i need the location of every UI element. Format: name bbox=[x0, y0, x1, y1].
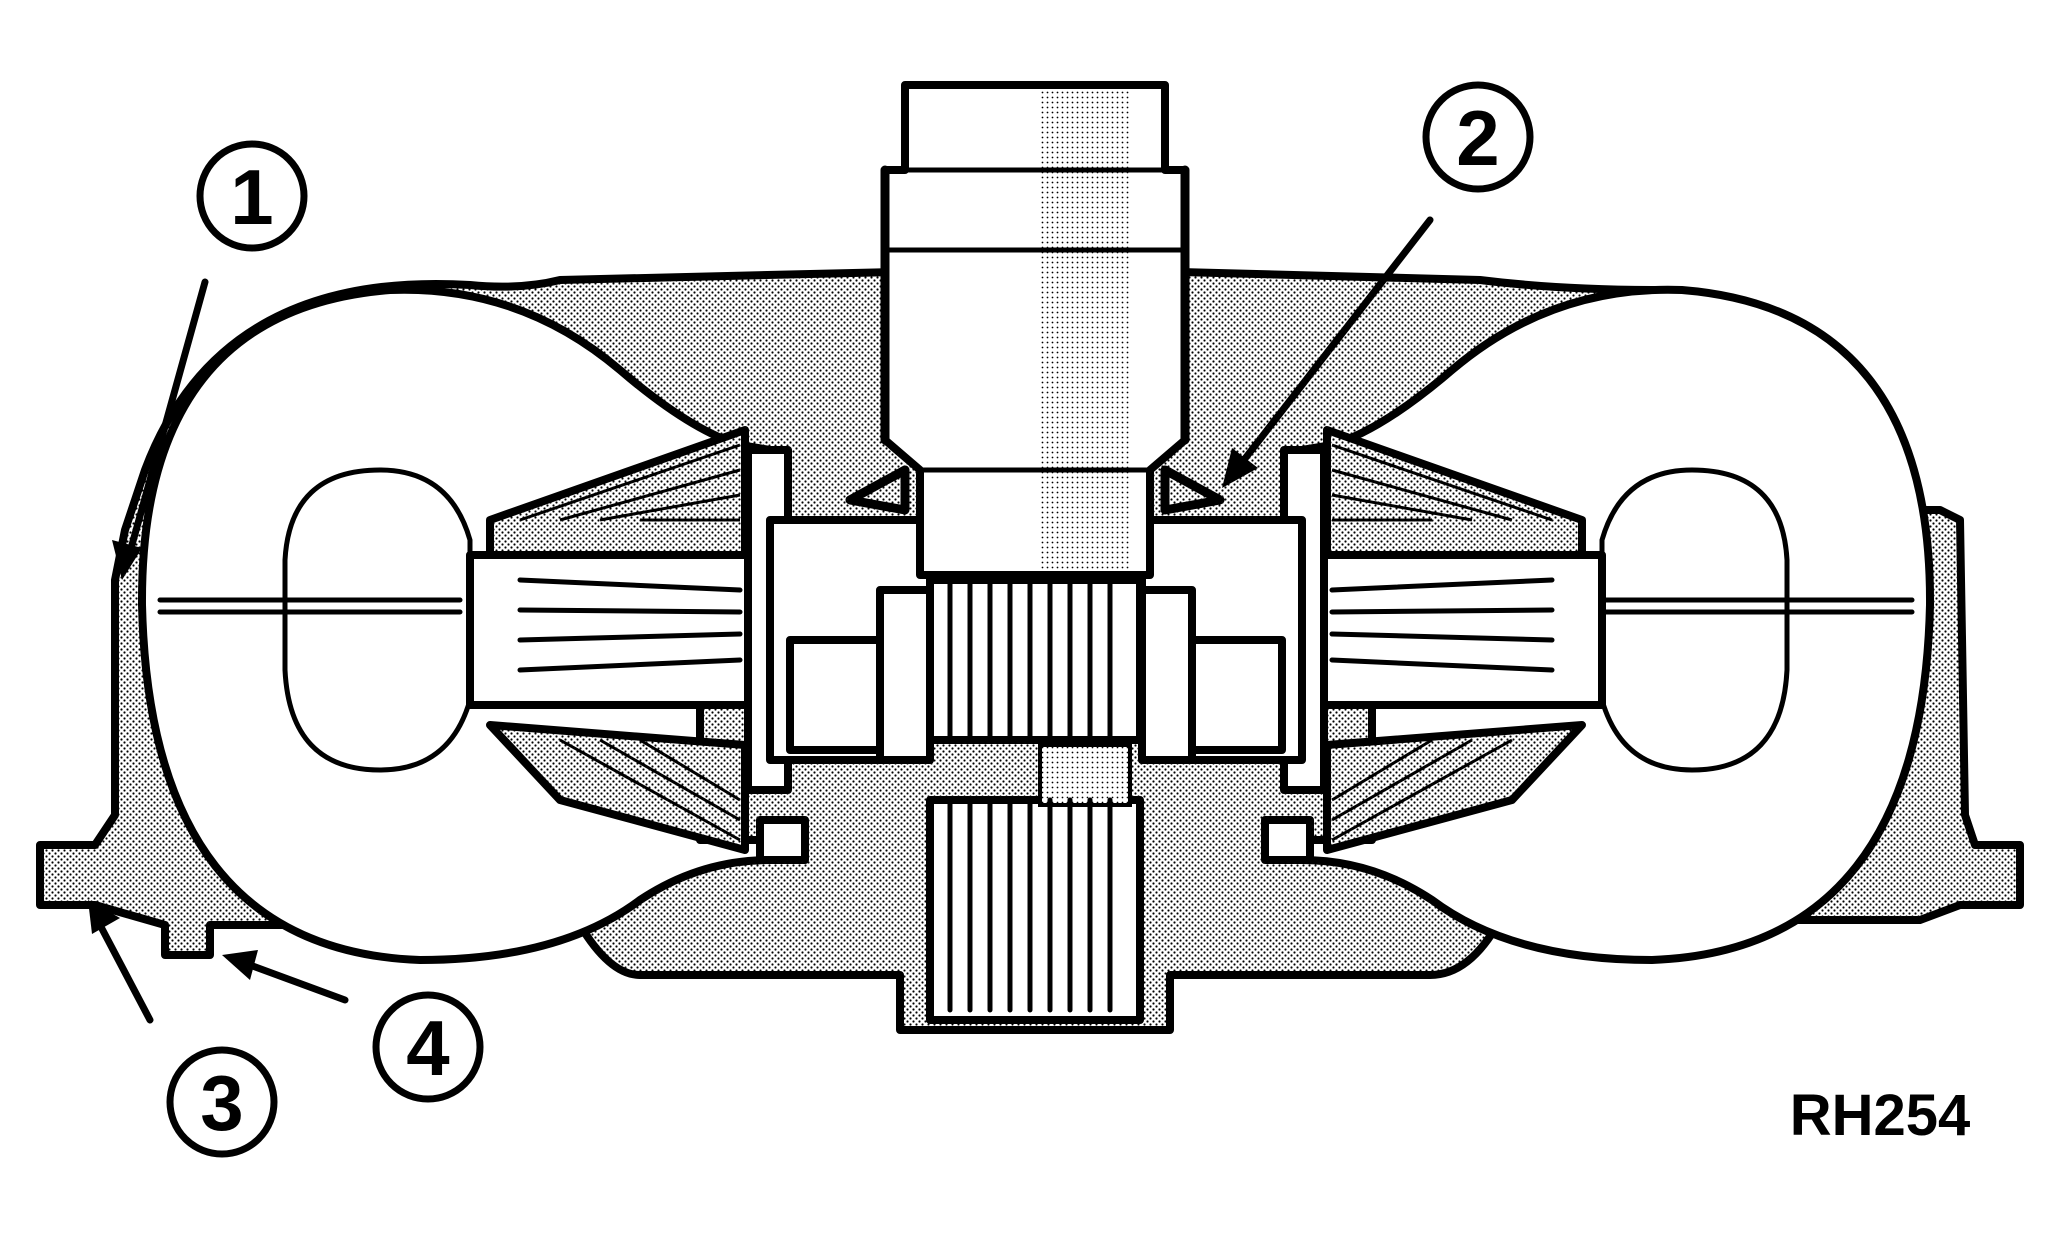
hub-seals bbox=[756, 465, 1314, 864]
callout-4-label: 4 bbox=[406, 1004, 449, 1092]
lower-spline-gear bbox=[926, 743, 1144, 1024]
upper-spline-gear bbox=[926, 576, 1144, 744]
callout-2-label: 2 bbox=[1456, 94, 1499, 182]
callout-2: 2 bbox=[1222, 81, 1534, 488]
input-shaft bbox=[880, 81, 1190, 579]
callout-3-label: 3 bbox=[200, 1059, 243, 1147]
callout-3: 3 bbox=[88, 900, 278, 1158]
figure-code: RH254 bbox=[1790, 1083, 1971, 1148]
callout-1-label: 1 bbox=[230, 153, 273, 241]
callout-4: 4 bbox=[222, 950, 484, 1103]
central-hub bbox=[766, 516, 1306, 764]
left-blades bbox=[486, 426, 749, 854]
callout-1: 1 bbox=[112, 140, 308, 580]
